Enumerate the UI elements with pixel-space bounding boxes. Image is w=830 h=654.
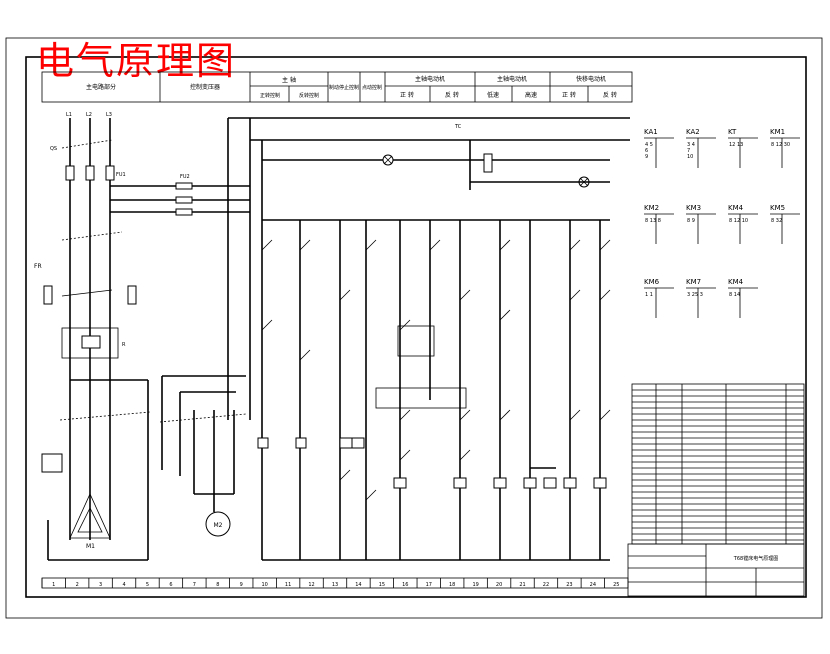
title-block: T68镗床电气原理图 xyxy=(627,543,805,597)
contact-row: 8 14 xyxy=(729,292,740,298)
header-spindle-forward: 正转控制 xyxy=(260,92,280,99)
strip-cell: 15 xyxy=(379,582,385,588)
qs-label: QS xyxy=(50,146,57,152)
contact-coil-label: KM7 xyxy=(686,278,701,286)
strip-cell: 12 xyxy=(308,582,314,588)
header-zones: 主电路部分 控制变压器 主 轴 正转控制 反转控制 制动停止控制 点动控制 主轴… xyxy=(41,71,633,103)
strip-cell: 23 xyxy=(566,582,572,588)
contact-row: 4 5 xyxy=(645,142,653,148)
contact-row: 7 xyxy=(687,148,690,154)
strip-cell: 19 xyxy=(472,582,478,588)
contact-coil-label: KA2 xyxy=(686,128,700,136)
header-speed-motor: 主轴电动机 xyxy=(497,75,527,83)
outer-frame xyxy=(5,37,823,619)
page-title: 电气原理图 xyxy=(36,39,236,83)
tc-label: TC xyxy=(454,124,462,130)
strip-cell: 3 xyxy=(99,582,102,588)
strip-cell: 14 xyxy=(355,582,361,588)
contact-coil-label: KM2 xyxy=(644,204,659,212)
header-rapid-fwd: 正 转 xyxy=(562,91,576,99)
header-spindle-jog: 点动控制 xyxy=(362,84,382,91)
motor-m1-label: M1 xyxy=(86,543,95,550)
fu1-label: FU1 xyxy=(116,172,126,178)
contact-row: 8 32 xyxy=(771,218,782,224)
header-spindle: 主 轴 xyxy=(282,76,296,84)
header-rapid-rev: 反 转 xyxy=(603,91,617,99)
contact-coil-label: KM1 xyxy=(770,128,785,136)
control-transformer-block: FU2 TC xyxy=(110,117,630,420)
strip-cell: 8 xyxy=(216,582,219,588)
main-power-circuit: L1 L2 L3 QS FU1 R FR M1 xyxy=(34,112,151,561)
strip-cell: 6 xyxy=(169,582,172,588)
fu2-label: FU2 xyxy=(180,174,190,180)
motor-m2-circuit: M2 xyxy=(159,375,247,537)
contact-coil-label: KM3 xyxy=(686,204,701,212)
contact-row: 3 25 3 xyxy=(687,292,703,298)
header-main-circuit: 主电路部分 xyxy=(86,83,116,91)
strip-cell: 7 xyxy=(193,582,196,588)
contact-coil-label: KM4 xyxy=(728,204,744,212)
contact-coil-label: KA1 xyxy=(644,128,658,136)
strip-cell: 10 xyxy=(261,582,267,588)
control-circuit xyxy=(257,140,611,561)
strip-cell: 16 xyxy=(402,582,408,588)
contact-coil-label: KM5 xyxy=(770,204,785,212)
contact-row: 3 4 xyxy=(687,142,695,148)
svg-text:L2: L2 xyxy=(86,112,92,118)
motor-m2-label: M2 xyxy=(214,522,223,529)
inner-frame xyxy=(25,56,807,598)
contact-row: 8 12 30 xyxy=(771,142,790,148)
header-feed-left: 正 转 xyxy=(400,91,414,99)
contact-row: 10 xyxy=(687,154,693,160)
strip-cell: 18 xyxy=(449,582,455,588)
header-control-transformer: 控制变压器 xyxy=(190,83,220,91)
strip-cell: 21 xyxy=(519,582,525,588)
contact-row: 6 xyxy=(645,148,648,154)
strip-cell: 11 xyxy=(285,582,291,588)
strip-cell: 4 xyxy=(122,582,125,588)
strip-cell: 9 xyxy=(240,582,243,588)
strip-cell: 1 xyxy=(52,582,55,588)
contact-coil-label: KT xyxy=(728,128,737,136)
contact-row: 8 9 xyxy=(687,218,695,224)
strip-cell: 25 xyxy=(613,582,619,588)
strip-cell: 17 xyxy=(426,582,432,588)
drawing-name: T68镗床电气原理图 xyxy=(733,555,778,562)
header-feed-motor: 主轴电动机 xyxy=(415,75,445,83)
svg-text:L1: L1 xyxy=(66,112,72,118)
header-rapid-motor: 快移电动机 xyxy=(576,75,606,83)
svg-text:R: R xyxy=(122,342,126,348)
header-spindle-brake: 制动停止控制 xyxy=(329,84,359,91)
contact-coil-label: KM6 xyxy=(644,278,660,286)
strip-cell: 13 xyxy=(332,582,338,588)
header-speed-high: 高速 xyxy=(525,91,537,99)
contact-coil-label: KM4 xyxy=(728,278,744,286)
strip-cell: 24 xyxy=(590,582,596,588)
contact-row: 1 1 xyxy=(645,292,653,298)
contact-row: 8 12 10 xyxy=(729,218,748,224)
contact-row: 9 xyxy=(645,154,648,160)
header-speed-low: 低速 xyxy=(487,91,499,99)
strip-cell: 22 xyxy=(543,582,549,588)
svg-text:L3: L3 xyxy=(106,112,112,118)
header-feed-right: 反 转 xyxy=(445,91,459,99)
fr-label: FR xyxy=(34,263,42,270)
strip-cell: 5 xyxy=(146,582,149,588)
strip-cell: 2 xyxy=(76,582,79,588)
parts-list xyxy=(631,383,805,545)
strip-cell: 20 xyxy=(496,582,502,588)
contact-row: 8 13 8 xyxy=(645,218,661,224)
contact-row: 12 13 xyxy=(729,142,743,148)
header-spindle-reverse: 反转控制 xyxy=(299,92,319,99)
